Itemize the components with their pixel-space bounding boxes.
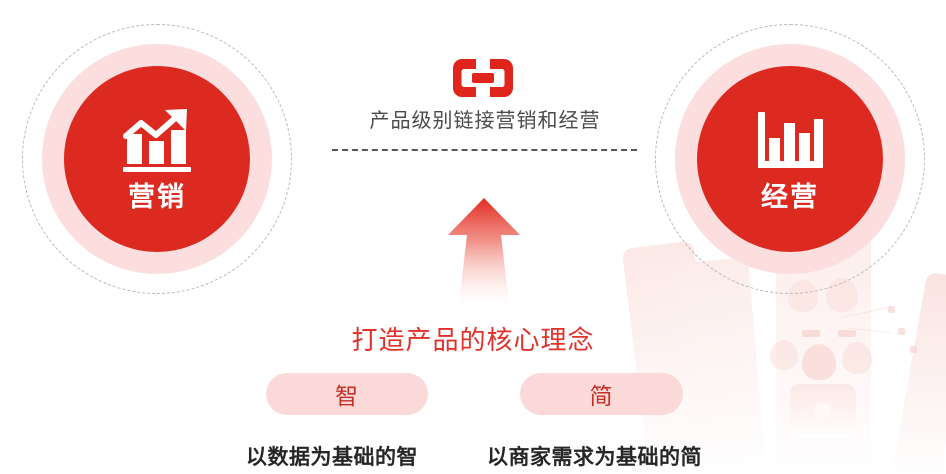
- core-pill-zhi[interactable]: 智: [266, 373, 428, 415]
- connector-caption: 产品级别链接营销和经营: [369, 110, 601, 132]
- core-caption-zhi: 以数据为基础的智: [246, 446, 418, 469]
- chain-link-icon: [453, 59, 513, 97]
- node-marketing[interactable]: 营销: [22, 24, 292, 294]
- bar-chart-icon: [758, 111, 823, 168]
- background-phone-4: [889, 271, 946, 474]
- marketing-label: 营销: [128, 181, 186, 212]
- core-concept-title: 打造产品的核心理念: [351, 325, 595, 355]
- dashed-ring-outline: [22, 24, 292, 294]
- growth-bar-chart-icon: [123, 108, 191, 172]
- connector-dashed-line: [332, 149, 637, 151]
- core-pill-jian[interactable]: 简: [520, 373, 683, 415]
- dashed-ring-outline: [655, 24, 925, 294]
- operations-label: 经营: [761, 181, 819, 212]
- core-caption-jian: 以商家需求为基础的简: [487, 446, 702, 469]
- arrow-up-icon: [448, 198, 520, 312]
- operations-disc[interactable]: 经营: [697, 66, 883, 252]
- node-operations[interactable]: 经营: [655, 24, 925, 294]
- marketing-disc[interactable]: 营销: [64, 66, 250, 252]
